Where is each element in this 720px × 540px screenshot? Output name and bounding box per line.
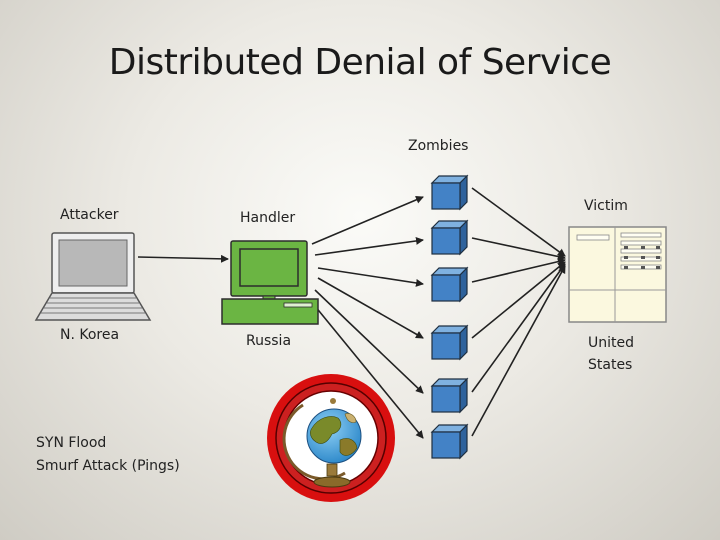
handler-location-label: Russia bbox=[246, 333, 292, 349]
handler-to-zombie-arrow bbox=[314, 289, 424, 394]
victim-label: Victim bbox=[584, 198, 628, 214]
handler-to-zombie-arrow bbox=[311, 196, 424, 245]
slide-title: Distributed Denial of Service bbox=[108, 42, 612, 83]
zombie-cube-icon bbox=[430, 324, 469, 361]
zombie-to-victim-arrow bbox=[471, 265, 566, 437]
zombie-cubes bbox=[430, 174, 469, 460]
attack-type-item: Smurf Attack (Pings) bbox=[36, 458, 180, 474]
desktop-computer-icon bbox=[221, 240, 319, 325]
zombie-cube-icon bbox=[430, 377, 469, 414]
handler-to-zombie-arrow bbox=[309, 299, 424, 439]
handler-label: Handler bbox=[240, 210, 296, 226]
handler-to-zombie-arrow bbox=[314, 237, 424, 256]
victim-location-line: United bbox=[588, 335, 634, 351]
attack-types-list: SYN Flood Smurf Attack (Pings) bbox=[36, 432, 180, 478]
attacker-location-label: N. Korea bbox=[60, 327, 120, 343]
zombie-to-victim-arrow bbox=[471, 261, 566, 339]
zombie-cube-icon bbox=[430, 266, 469, 303]
connection-lines bbox=[137, 187, 566, 439]
attack-type-item: SYN Flood bbox=[36, 435, 107, 451]
handler-to-zombie-arrow bbox=[317, 267, 424, 287]
zombie-cube-icon bbox=[430, 219, 469, 256]
zombie-to-victim-arrow bbox=[471, 263, 566, 393]
laptop-icon bbox=[34, 232, 152, 321]
attacker-to-handler-arrow bbox=[137, 254, 229, 263]
zombie-to-victim-arrow bbox=[471, 237, 566, 261]
zombie-to-victim-arrow bbox=[471, 187, 566, 257]
victim-location-line: States bbox=[588, 357, 633, 373]
victim-location-label: United States bbox=[588, 332, 634, 376]
attacker-label: Attacker bbox=[60, 207, 119, 223]
zombie-cube-icon bbox=[430, 174, 469, 211]
zombies-label: Zombies bbox=[408, 138, 469, 154]
server-icon bbox=[568, 226, 667, 323]
globe-icon bbox=[267, 374, 395, 502]
zombie-to-victim-arrow bbox=[471, 257, 566, 283]
handler-to-zombie-arrow bbox=[317, 277, 424, 339]
zombie-cube-icon bbox=[430, 423, 469, 460]
